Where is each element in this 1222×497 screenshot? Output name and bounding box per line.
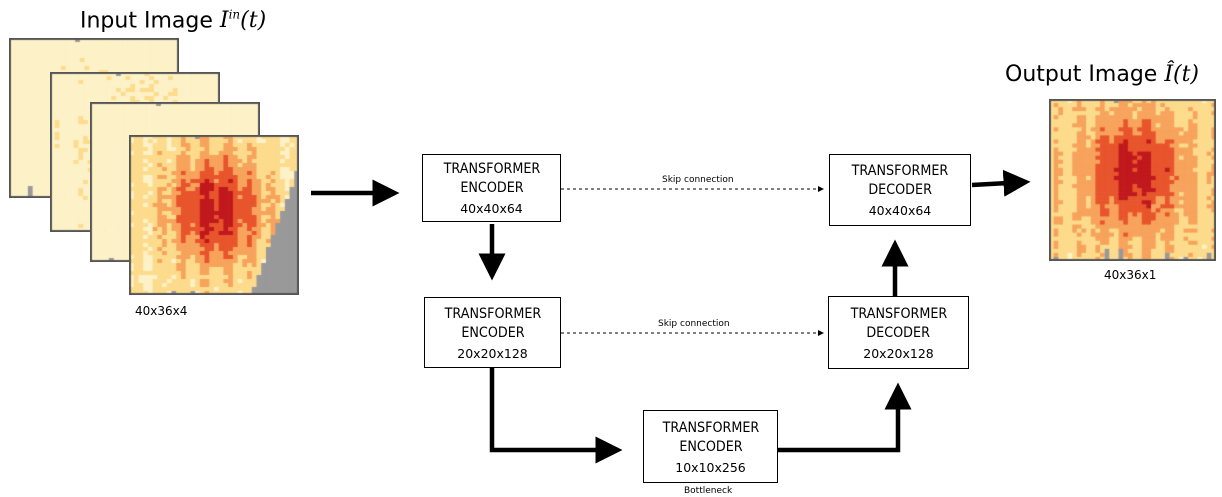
transformer-decoder-1: TRANSFORMER DECODER 40x40x64 (829, 154, 971, 226)
skip-connection-2-label: Skip connection (658, 319, 730, 329)
output-dims-label: 40x36x1 (1104, 268, 1157, 282)
arrow-encoder2-to-bottleneck (489, 368, 623, 464)
transformer-encoder-1: TRANSFORMER ENCODER 40x40x64 (422, 154, 561, 222)
encoder2-line2: ENCODER (460, 324, 525, 341)
encoder1-line2: ENCODER (459, 180, 524, 196)
input-math-base: I (219, 8, 229, 34)
bottleneck-line2: ENCODER (678, 438, 743, 455)
encoder1-size: 40x40x64 (460, 201, 523, 216)
output-image-title: Output Image Î(t) (1005, 62, 1199, 87)
encoder2-size: 20x20x128 (457, 345, 528, 361)
arrow-bottleneck-to-decoder2 (778, 382, 912, 453)
input-channel-4 (129, 135, 299, 295)
bottleneck-line1: TRANSFORMER (662, 419, 759, 436)
input-image-title: Input Image Iin(t) (80, 8, 266, 33)
encoder1-line1: TRANSFORMER (443, 161, 540, 177)
bottleneck-caption: Bottleneck (684, 486, 733, 496)
skip-connection-1-label: Skip connection (662, 175, 734, 185)
decoder1-size: 40x40x64 (868, 203, 932, 218)
output-image (1049, 99, 1216, 261)
arrow-decoder1-to-output (971, 169, 1031, 197)
decoder1-line2: DECODER (868, 182, 932, 198)
bottleneck-size: 10x10x256 (675, 459, 746, 475)
input-math: Iin(t) (220, 8, 266, 33)
transformer-bottleneck: TRANSFORMER ENCODER 10x10x256 (643, 410, 778, 483)
transformer-decoder-2: TRANSFORMER DECODER 20x20x128 (828, 296, 969, 369)
input-math-arg: (t) (240, 8, 267, 34)
decoder2-size: 20x20x128 (863, 345, 934, 361)
transformer-encoder-2: TRANSFORMER ENCODER 20x20x128 (424, 297, 561, 368)
input-math-sup: in (228, 8, 241, 22)
input-title-text: Input Image (80, 8, 220, 34)
decoder2-line2: DECODER (866, 324, 931, 341)
output-title-text: Output Image (1005, 62, 1165, 87)
decoder1-line1: TRANSFORMER (851, 163, 949, 179)
output-math: Î(t) (1164, 62, 1200, 87)
input-dims-label: 40x36x4 (135, 304, 188, 318)
decoder2-line1: TRANSFORMER (850, 305, 947, 322)
encoder2-line1: TRANSFORMER (444, 305, 541, 322)
